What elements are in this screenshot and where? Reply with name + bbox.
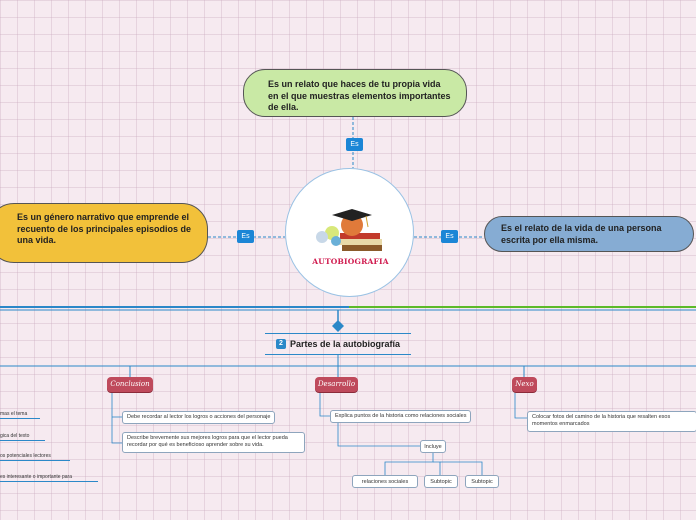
parts-label: Partes de la autobiografía — [289, 339, 401, 349]
left-item-2[interactable]: gica del texto — [0, 433, 45, 441]
graduation-books-icon — [316, 209, 382, 251]
definition-left[interactable]: Es un género narrativo que emprende el r… — [0, 203, 208, 263]
definition-top[interactable]: Es un relato que haces de tu propia vida… — [243, 69, 467, 117]
left-item-1[interactable]: mas el tema — [0, 411, 40, 419]
parts-number-badge: 2 — [275, 339, 286, 349]
desarrollo-sub-subtopic-2[interactable]: Subtopic — [465, 475, 499, 488]
connector-label-left: Es — [237, 230, 254, 243]
central-topic[interactable]: AUTOBIOGRAFIA — [285, 168, 414, 297]
connector-label-right: Es — [441, 230, 458, 243]
branch-conclusion[interactable]: Conclusion — [107, 377, 153, 392]
central-topic-title: AUTOBIOGRAFIA — [312, 257, 389, 266]
desarrollo-includes[interactable]: Incluye — [420, 440, 446, 453]
desarrollo-sub-relaciones[interactable]: relaciones sociales — [352, 475, 418, 488]
desarrollo-item[interactable]: Explica puntos de la historia como relac… — [330, 410, 472, 424]
branch-desarrollo[interactable]: Desarrollo — [315, 377, 358, 392]
left-item-4[interactable]: es interesante o importante para — [0, 474, 98, 482]
parts-topic[interactable]: 2 Partes de la autobiografía — [265, 333, 411, 355]
conclusion-item-2[interactable]: Describe brevemente sus mejores logros p… — [122, 432, 305, 453]
desarrollo-sub-subtopic-1[interactable]: Subtopic — [424, 475, 458, 488]
left-item-3[interactable]: os potenciales lectores — [0, 453, 70, 461]
connector-label-top: Es — [346, 138, 363, 151]
nexo-item[interactable]: Colocar fotos del camino de la historia … — [527, 411, 696, 432]
conclusion-item-1[interactable]: Debe recordar al lector los logros o acc… — [122, 411, 276, 425]
definition-right[interactable]: Es el relato de la vida de una persona e… — [484, 216, 694, 252]
branch-nexo[interactable]: Nexo — [512, 377, 537, 392]
